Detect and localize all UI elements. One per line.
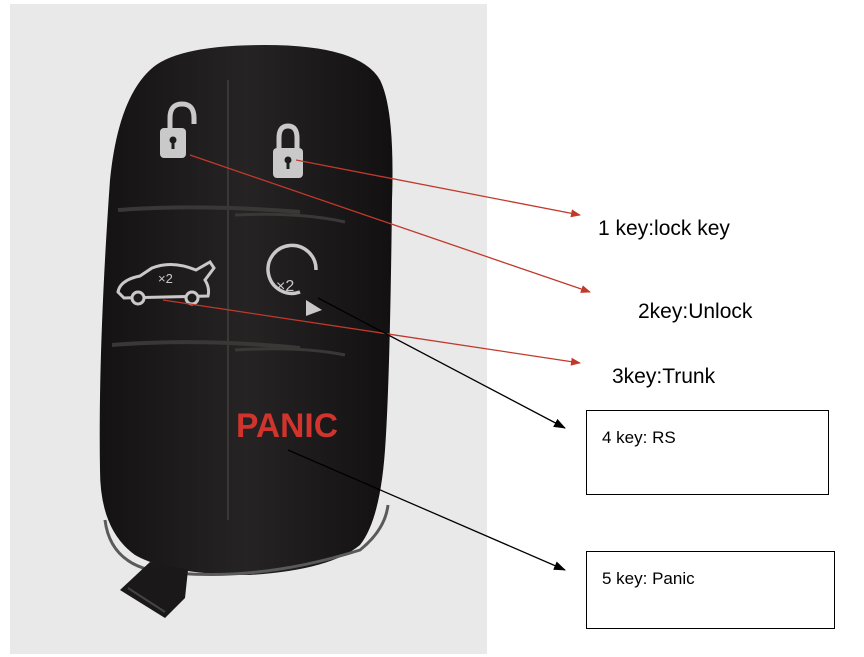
trunk-icon: ×2 [116,260,216,306]
label-unlock-key: 2key:Unlock [638,300,753,323]
label-lock-key: 1 key:lock key [598,217,730,240]
unlock-icon [160,101,197,158]
remote-start-icon: ×2 [266,243,322,316]
label-rs-key: 4 key: RS [602,428,676,447]
key-blade [120,562,188,618]
panic-button-text: PANIC [236,407,338,445]
arrow-panic [287,449,566,571]
label-panic-key: 5 key: Panic [602,569,695,588]
arrow-trunk [162,299,581,366]
lock-icon [273,123,303,178]
label-box-rs: 4 key: RS [586,410,829,495]
arrow-rs [317,297,566,429]
label-trunk-key: 3key:Trunk [612,365,716,388]
key-fob: ×2 ×2 PANIC [99,45,393,618]
trunk-multiplier-badge: ×2 [158,271,173,286]
arrow-lock [295,159,581,218]
remote-start-multiplier-badge: ×2 [276,278,294,295]
label-box-panic: 5 key: Panic [586,551,835,629]
arrow-unlock [189,154,591,293]
